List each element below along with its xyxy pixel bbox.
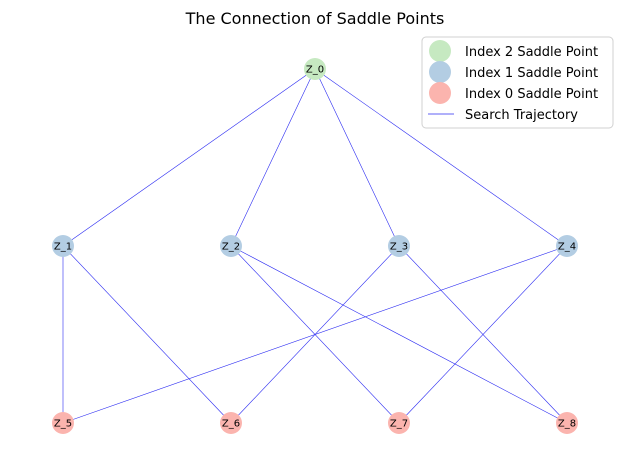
node-Z_7: Z_7 [388, 412, 410, 434]
legend-marker-index1 [429, 61, 451, 83]
node-label-Z_8: Z_8 [558, 419, 576, 430]
node-Z_1: Z_1 [52, 235, 74, 257]
edges-layer [62, 68, 568, 424]
edge-Z_0-Z_4 [314, 68, 568, 247]
edge-Z_0-Z_2 [230, 68, 316, 247]
node-label-Z_6: Z_6 [222, 419, 240, 430]
legend-label-index2: Index 2 Saddle Point [465, 45, 598, 60]
node-marker-Z_1 [52, 235, 74, 257]
node-Z_3: Z_3 [388, 235, 410, 257]
node-marker-Z_3 [388, 235, 410, 257]
legend-marker-index0 [429, 82, 451, 104]
node-marker-Z_6 [220, 412, 242, 434]
node-Z_2: Z_2 [220, 235, 242, 257]
legend-label-index1: Index 1 Saddle Point [465, 66, 598, 81]
legend: Index 2 Saddle Point Index 1 Saddle Poin… [421, 36, 614, 129]
node-Z_6: Z_6 [220, 412, 242, 434]
graph-title: The Connection of Saddle Points [185, 9, 445, 28]
node-Z_8: Z_8 [556, 412, 578, 434]
edge-Z_1-Z_6 [62, 245, 232, 424]
node-label-Z_3: Z_3 [390, 242, 408, 253]
node-marker-Z_4 [556, 235, 578, 257]
edge-Z_4-Z_7 [398, 245, 568, 424]
node-label-Z_2: Z_2 [222, 242, 240, 253]
node-Z_0: Z_0 [304, 58, 326, 80]
node-label-Z_5: Z_5 [54, 419, 72, 430]
node-marker-Z_2 [220, 235, 242, 257]
legend-label-index0: Index 0 Saddle Point [465, 87, 598, 102]
node-Z_4: Z_4 [556, 235, 578, 257]
legend-label-edge: Search Trajectory [465, 108, 578, 123]
node-marker-Z_7 [388, 412, 410, 434]
node-label-Z_0: Z_0 [306, 65, 324, 76]
edge-Z_0-Z_1 [62, 68, 316, 247]
legend-marker-index2 [429, 40, 451, 62]
node-label-Z_7: Z_7 [390, 419, 408, 430]
edge-Z_2-Z_8 [230, 245, 568, 424]
legend-frame [421, 36, 614, 129]
edge-Z_4-Z_5 [62, 245, 568, 424]
node-marker-Z_5 [52, 412, 74, 434]
edge-Z_0-Z_3 [314, 68, 400, 247]
node-marker-Z_0 [304, 58, 326, 80]
node-label-Z_1: Z_1 [54, 242, 72, 253]
node-Z_5: Z_5 [52, 412, 74, 434]
node-label-Z_4: Z_4 [558, 242, 576, 253]
nodes-layer: Z_0Z_1 Z_2 Z_3 Z_4Z_5 Z_6 Z_7 Z_8 [52, 58, 578, 434]
node-marker-Z_8 [556, 412, 578, 434]
